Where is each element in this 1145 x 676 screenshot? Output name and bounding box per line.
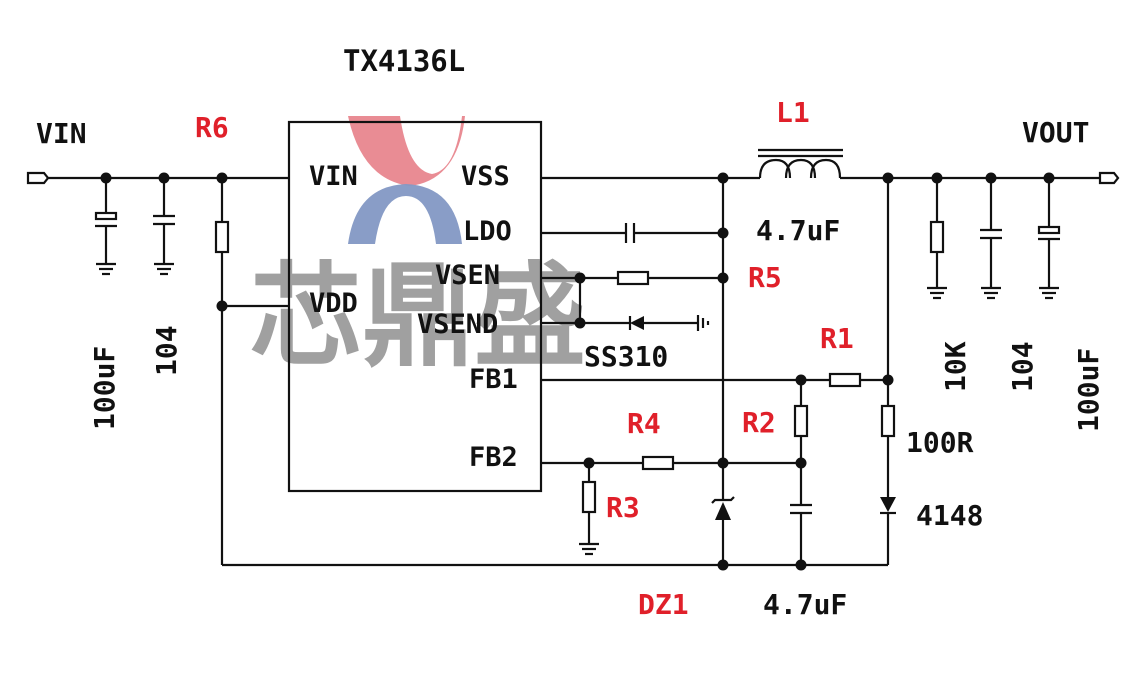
- r2-label: R2: [742, 406, 776, 439]
- vout-label: VOUT: [1022, 116, 1089, 149]
- pin-vsen: VSEN: [435, 260, 500, 291]
- cin-bulk-value: 100uF: [88, 346, 121, 430]
- r6-label: R6: [195, 111, 229, 144]
- pin-fb1: FB1: [469, 364, 518, 395]
- ss310-value: SS310: [584, 340, 668, 373]
- dz1-label: DZ1: [638, 588, 689, 621]
- output-bulk-capacitor: [1037, 178, 1061, 300]
- input-ceramic-capacitor: [153, 178, 175, 276]
- output-10k-resistor: [927, 178, 947, 300]
- l1-inductor: [758, 158, 842, 179]
- vin-label: VIN: [36, 117, 87, 150]
- cin-ceramic-value: 104: [150, 325, 183, 376]
- watermark-text: 芯鼎盛: [250, 252, 586, 382]
- pin-vin: VIN: [309, 161, 358, 192]
- r4-label: R4: [627, 407, 661, 440]
- vout-terminal: [1098, 171, 1120, 185]
- pin-ldo: LDO: [463, 216, 512, 247]
- pin-fb2: FB2: [469, 442, 518, 473]
- r2-resistor: [793, 404, 809, 438]
- input-bulk-capacitor: [94, 178, 118, 276]
- input-section: VIN 100uF 104 R6: [26, 111, 888, 567]
- r4-resistor: [641, 455, 675, 471]
- cout-bulk-value: 100uF: [1072, 348, 1105, 432]
- r5-resistor: [616, 270, 650, 286]
- pin-vdd: VDD: [309, 288, 358, 319]
- r3-resistor: [581, 480, 597, 514]
- diode-4148: [880, 497, 896, 512]
- r6-resistor: [214, 220, 230, 254]
- r1-resistor: [828, 372, 862, 388]
- r5-label: R5: [748, 261, 782, 294]
- r100-value: 100R: [906, 426, 974, 459]
- output-section: L1 VOUT 10K 104: [541, 96, 1120, 621]
- ss310-diode: [630, 316, 644, 330]
- watermark-logo: 芯鼎盛: [250, 116, 586, 382]
- pin-vsend: VSEND: [417, 309, 498, 340]
- pin-vss: VSS: [461, 161, 510, 192]
- r3-label: R3: [606, 491, 640, 524]
- chip-title: TX4136L: [343, 44, 465, 78]
- l1-label: L1: [776, 96, 810, 129]
- vin-terminal: [26, 171, 50, 185]
- dz1-zener: [715, 502, 731, 520]
- c-ldo-value: 4.7uF: [756, 214, 840, 247]
- r1-label: R1: [820, 322, 854, 355]
- diode-4148-value: 4148: [916, 499, 983, 532]
- cout-ceramic-value: 104: [1006, 341, 1039, 392]
- r10k-value: 10K: [939, 341, 972, 392]
- r100-resistor: [880, 404, 896, 438]
- c-fb-value: 4.7uF: [763, 588, 847, 621]
- output-ceramic-capacitor: [980, 178, 1002, 300]
